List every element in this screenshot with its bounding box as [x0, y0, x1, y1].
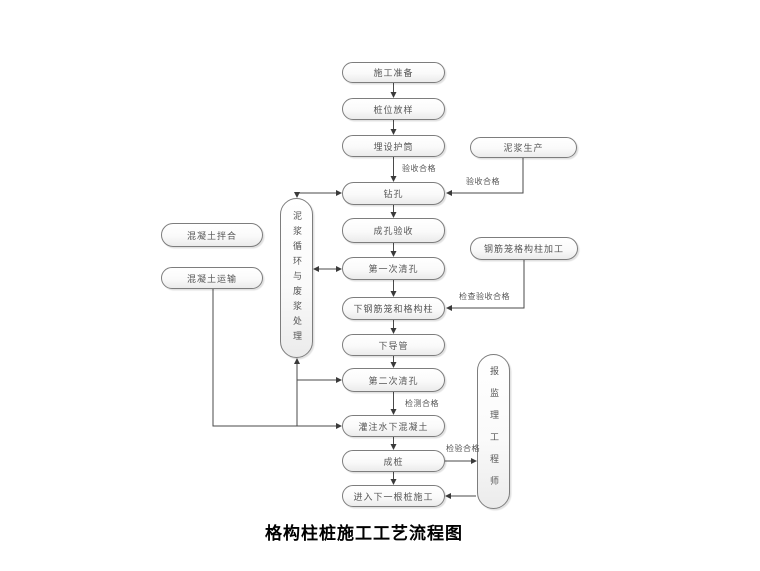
node-cage-fabrication: 钢筋笼格构柱加工 [470, 237, 578, 260]
edge-label-acceptance-ok-2: 验收合格 [466, 177, 500, 186]
edge-label-acceptance-ok-1: 验收合格 [402, 164, 436, 173]
diagram-title: 格构柱桩施工工艺流程图 [265, 524, 463, 543]
node-concrete-transport: 混凝土运输 [161, 267, 263, 289]
node-pile-stakeout: 桩位放样 [342, 98, 445, 120]
node-next-pile: 进入下一根桩施工 [342, 485, 445, 507]
node-drilling: 钻孔 [342, 182, 445, 205]
node-first-cleaning: 第一次清孔 [342, 257, 445, 280]
node-lower-cage-column: 下钢筋笼和格构柱 [342, 297, 445, 320]
node-construction-prep: 施工准备 [342, 62, 445, 83]
node-hole-acceptance: 成孔验收 [342, 218, 445, 243]
node-lower-conduit: 下导管 [342, 334, 445, 356]
node-report-supervisor: 报监理工程师 [477, 354, 510, 509]
edge-label-test-ok: 检测合格 [405, 399, 439, 408]
edge-label-inspect-ok: 检验合格 [446, 444, 480, 453]
node-pour-concrete: 灌注水下混凝土 [342, 415, 445, 437]
node-concrete-mixing: 混凝土拌合 [161, 223, 263, 247]
node-pile-completed: 成桩 [342, 450, 445, 472]
edge-label-check-accept-ok: 检查验收合格 [459, 292, 510, 301]
node-mud-production: 泥浆生产 [470, 137, 577, 158]
node-mud-circulation: 泥浆循环与废浆处理 [280, 198, 313, 358]
node-embed-casing: 埋设护筒 [342, 135, 445, 157]
node-second-cleaning: 第二次清孔 [342, 368, 445, 392]
